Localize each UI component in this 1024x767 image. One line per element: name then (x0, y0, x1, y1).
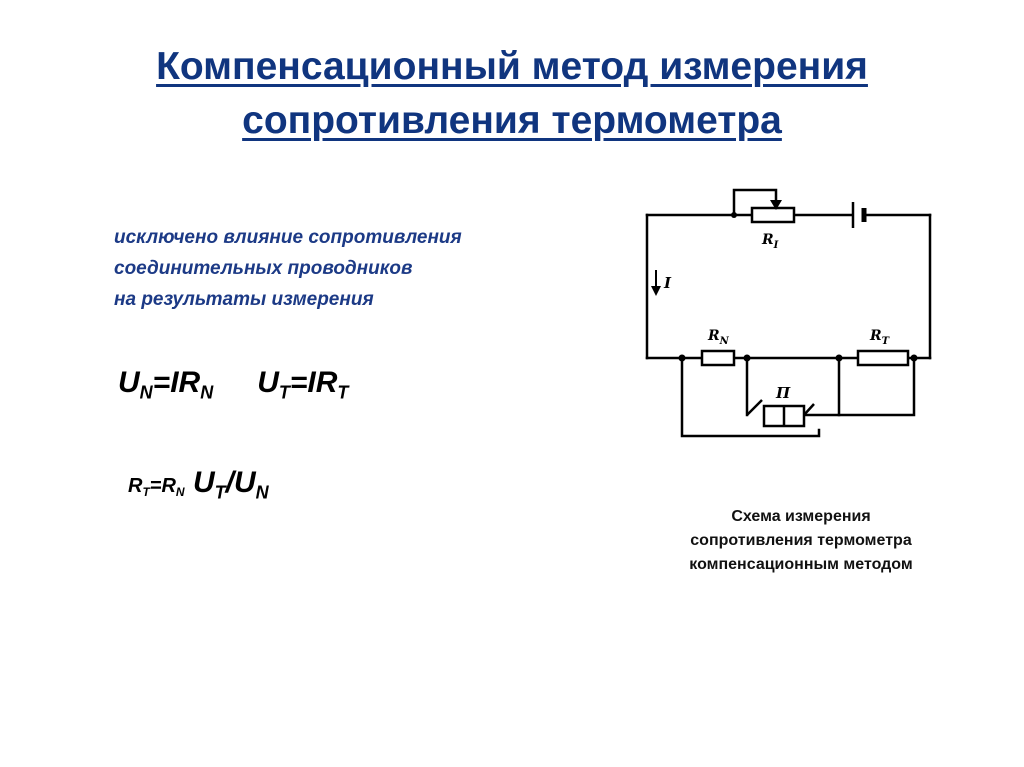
circuit-diagram: I RI RN RT П (645, 188, 932, 438)
formula-un: UN=IRN (118, 366, 214, 403)
rheostat-arrow (770, 200, 782, 210)
junction-dots (678, 212, 918, 362)
description-line-2: соединительных проводников (114, 258, 413, 279)
switch-label: П (775, 384, 791, 402)
formula-rt-rhs: UT/UN (192, 466, 269, 503)
title-line-2: сопротивления термометра (242, 99, 782, 142)
formula-voltages: UN=IRN UT=IRT (118, 366, 349, 403)
current-arrow-icon (651, 270, 661, 296)
resistor-rn (700, 349, 736, 367)
caption-line-1: Схема измерения (731, 508, 871, 525)
formula-resistance: RT=RN UT/UN (128, 466, 269, 503)
wire-branch-mid (802, 356, 841, 417)
slide-title: Компенсационный метод измерения сопротив… (0, 40, 1024, 148)
rn-label: RN (707, 328, 730, 347)
resistor-rt (856, 349, 910, 367)
current-label: I (663, 274, 672, 292)
description-line-1: исключено влияние сопротивления (114, 227, 462, 248)
wire-branch-left (680, 356, 821, 438)
formula-ut: UT=IRT (257, 366, 349, 403)
wire-branch-rt (837, 356, 916, 417)
diagram-caption: Схема измерения сопротивления термометра… (636, 505, 966, 577)
caption-line-2: сопротивления термометра (690, 532, 912, 549)
battery-icon (851, 202, 867, 228)
title-line-1: Компенсационный метод измерения (156, 45, 868, 88)
ri-label: RI (761, 232, 779, 251)
rt-label: RT (869, 328, 891, 347)
formula-rt-lhs: RT=RN (128, 475, 185, 500)
description-line-3: на результаты измерения (114, 289, 374, 310)
switch-p (746, 399, 815, 428)
rheostat-tap (732, 188, 778, 217)
resistor-ri (750, 206, 796, 224)
caption-line-3: компенсационным методом (689, 556, 913, 573)
description-text: исключено влияние сопротивления соединит… (114, 222, 462, 315)
